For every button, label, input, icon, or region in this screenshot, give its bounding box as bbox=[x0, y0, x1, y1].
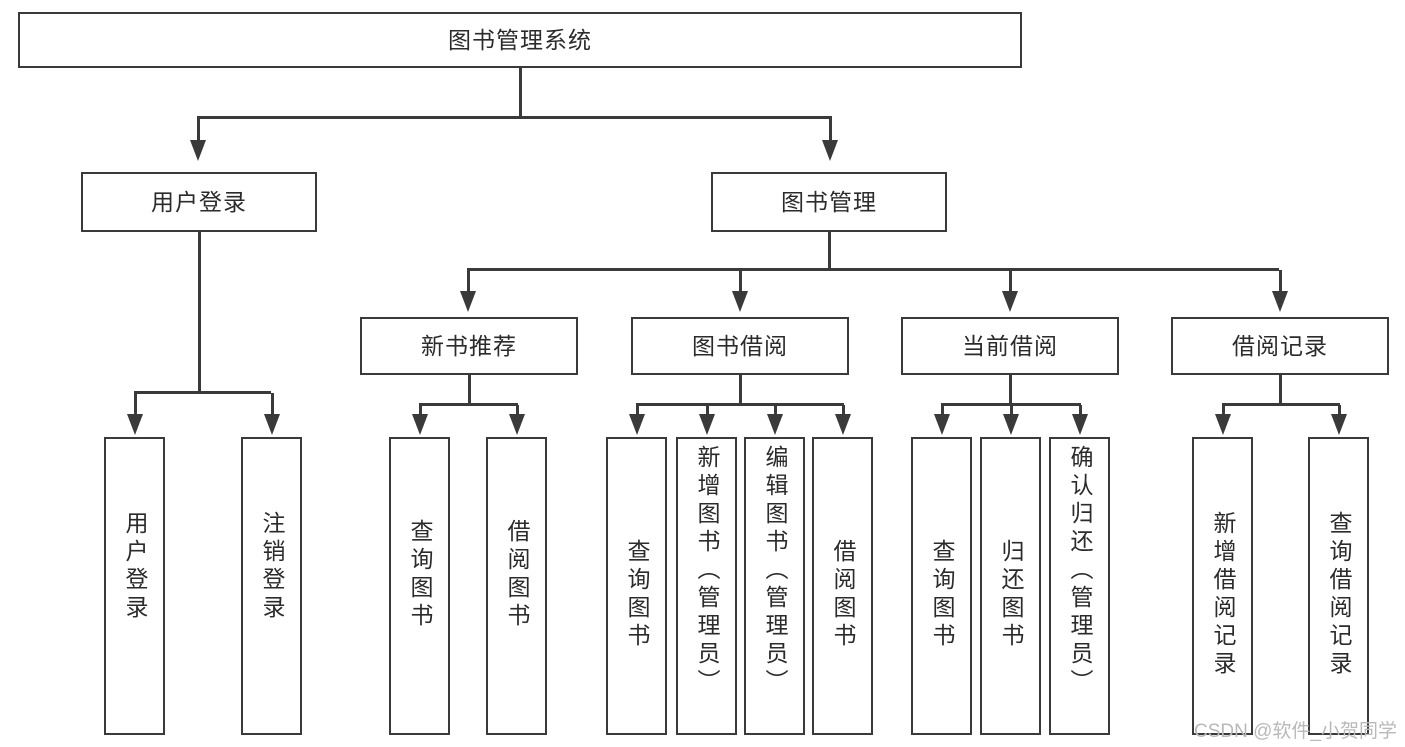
node-root-system[interactable]: 图书管理系统 bbox=[18, 12, 1022, 68]
arrowhead-book-mgmt bbox=[822, 140, 838, 161]
node-label: 借阅图书 bbox=[504, 519, 530, 631]
connector-record-to-leaf-2 bbox=[1338, 405, 1341, 417]
node-label: 当前借阅 bbox=[962, 332, 1058, 359]
arrowhead-recommend-leaf-1 bbox=[412, 414, 428, 435]
connector-current-to-leaf-2 bbox=[1010, 405, 1013, 417]
node-label: 确认归还（管理员） bbox=[1067, 445, 1093, 697]
node-label: 图书管理系统 bbox=[448, 26, 592, 53]
connector-user-login-to-leaf-1 bbox=[134, 393, 137, 417]
connector-current-stem bbox=[1009, 375, 1012, 405]
connector-record-to-leaf-1 bbox=[1222, 405, 1225, 417]
node-label: 借阅记录 bbox=[1232, 332, 1328, 359]
node-borrow-record[interactable]: 借阅记录 bbox=[1171, 317, 1389, 375]
leaf-recommend-borrow-book[interactable]: 借阅图书 bbox=[486, 437, 547, 735]
connector-record-stem bbox=[1279, 375, 1282, 405]
connector-current-bus bbox=[941, 403, 1081, 406]
node-label: 图书借阅 bbox=[692, 332, 788, 359]
connector-root-bus bbox=[197, 116, 832, 119]
node-label: 注销登录 bbox=[259, 511, 285, 623]
connector-borrow-to-leaf-1 bbox=[636, 405, 639, 417]
arrowhead-borrow bbox=[732, 291, 748, 312]
arrowhead-current bbox=[1002, 291, 1018, 312]
node-user-login[interactable]: 用户登录 bbox=[81, 172, 317, 232]
node-label: 新增借阅记录 bbox=[1210, 511, 1236, 679]
leaf-current-confirm-return-admin[interactable]: 确认归还（管理员） bbox=[1049, 437, 1110, 735]
connector-book-mgmt-to-record bbox=[1279, 270, 1282, 294]
connector-record-bus bbox=[1222, 403, 1340, 406]
node-label: 借阅图书 bbox=[830, 539, 856, 651]
connector-root-to-user-login bbox=[197, 118, 200, 144]
leaf-borrow-borrow-book[interactable]: 借阅图书 bbox=[812, 437, 873, 735]
connector-recommend-stem bbox=[468, 375, 471, 405]
node-label: 编辑图书（管理员） bbox=[762, 445, 788, 697]
arrowhead-record-leaf-2 bbox=[1331, 414, 1347, 435]
connector-book-mgmt-to-recommend bbox=[467, 270, 470, 294]
connector-borrow-stem bbox=[739, 375, 742, 405]
connector-borrow-to-leaf-4 bbox=[842, 405, 845, 417]
arrowhead-record bbox=[1272, 291, 1288, 312]
arrowhead-user-login-leaf-1 bbox=[127, 414, 143, 435]
node-book-borrow[interactable]: 图书借阅 bbox=[631, 317, 849, 375]
arrowhead-borrow-leaf-4 bbox=[835, 414, 851, 435]
arrowhead-borrow-leaf-3 bbox=[767, 414, 783, 435]
arrowhead-user-login-leaf-2 bbox=[264, 414, 280, 435]
connector-book-mgmt-to-borrow bbox=[739, 270, 742, 294]
connector-borrow-to-leaf-3 bbox=[774, 405, 777, 417]
node-label: 查询图书 bbox=[407, 519, 433, 631]
arrowhead-user-login bbox=[190, 140, 206, 161]
connector-book-mgmt-stem bbox=[828, 232, 831, 270]
node-label: 用户登录 bbox=[151, 188, 247, 215]
connector-user-login-to-leaf-2 bbox=[271, 393, 274, 417]
leaf-record-add-borrow-record[interactable]: 新增借阅记录 bbox=[1192, 437, 1253, 735]
leaf-borrow-add-book-admin[interactable]: 新增图书（管理员） bbox=[676, 437, 737, 735]
connector-book-mgmt-bus bbox=[467, 268, 1279, 271]
node-book-management[interactable]: 图书管理 bbox=[711, 172, 947, 232]
leaf-user-login[interactable]: 用户登录 bbox=[104, 437, 165, 735]
leaf-current-return-book[interactable]: 归还图书 bbox=[980, 437, 1041, 735]
node-label: 图书管理 bbox=[781, 188, 877, 215]
node-label: 新书推荐 bbox=[421, 332, 517, 359]
node-new-book-recommend[interactable]: 新书推荐 bbox=[360, 317, 578, 375]
arrowhead-current-leaf-1 bbox=[934, 414, 950, 435]
node-label: 查询图书 bbox=[624, 539, 650, 651]
connector-current-to-leaf-1 bbox=[941, 405, 944, 417]
connector-borrow-bus bbox=[636, 403, 844, 406]
arrowhead-current-leaf-2 bbox=[1003, 414, 1019, 435]
arrowhead-recommend-leaf-2 bbox=[509, 414, 525, 435]
arrowhead-current-leaf-3 bbox=[1072, 414, 1088, 435]
node-label: 新增图书（管理员） bbox=[694, 445, 720, 697]
connector-current-to-leaf-3 bbox=[1079, 405, 1082, 417]
node-label: 用户登录 bbox=[122, 511, 148, 623]
leaf-borrow-edit-book-admin[interactable]: 编辑图书（管理员） bbox=[744, 437, 805, 735]
connector-book-mgmt-to-current bbox=[1009, 270, 1012, 294]
leaf-current-query-book[interactable]: 查询图书 bbox=[911, 437, 972, 735]
arrowhead-borrow-leaf-1 bbox=[629, 414, 645, 435]
leaf-logout[interactable]: 注销登录 bbox=[241, 437, 302, 735]
leaf-recommend-query-book[interactable]: 查询图书 bbox=[389, 437, 450, 735]
connector-recommend-to-leaf-2 bbox=[516, 405, 519, 417]
node-current-borrow[interactable]: 当前借阅 bbox=[901, 317, 1119, 375]
leaf-borrow-query-book[interactable]: 查询图书 bbox=[606, 437, 667, 735]
node-label: 查询图书 bbox=[929, 539, 955, 651]
connector-root-to-book-mgmt bbox=[829, 118, 832, 144]
connector-borrow-to-leaf-2 bbox=[706, 405, 709, 417]
leaf-record-query-borrow-record[interactable]: 查询借阅记录 bbox=[1308, 437, 1369, 735]
connector-user-login-bus bbox=[134, 391, 271, 394]
arrowhead-record-leaf-1 bbox=[1215, 414, 1231, 435]
node-label: 归还图书 bbox=[998, 539, 1024, 651]
connector-root-stem bbox=[519, 68, 522, 118]
arrowhead-recommend bbox=[460, 291, 476, 312]
connector-recommend-bus bbox=[419, 403, 518, 406]
arrowhead-borrow-leaf-2 bbox=[699, 414, 715, 435]
node-label: 查询借阅记录 bbox=[1326, 511, 1352, 679]
connector-user-login-stem bbox=[198, 232, 201, 393]
connector-recommend-to-leaf-1 bbox=[419, 405, 422, 417]
